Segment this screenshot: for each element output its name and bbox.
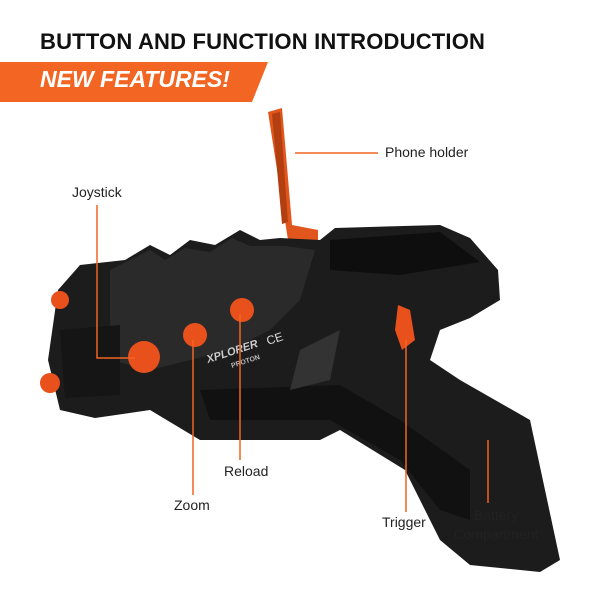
callout-trigger: Trigger xyxy=(382,514,426,530)
banner-background xyxy=(0,62,268,102)
banner-text: NEW FEATURES! xyxy=(40,66,230,92)
orange-buttons xyxy=(40,291,415,393)
ce-mark: CE xyxy=(265,329,285,347)
callout-joystick: Joystick xyxy=(72,184,122,200)
joystick-button[interactable] xyxy=(128,341,160,373)
callout-battery-line1: Battery xyxy=(473,507,519,523)
callout-phone-holder: Phone holder xyxy=(385,144,469,160)
callout-battery-compartment: Battery Compartment xyxy=(446,506,546,544)
front-button-bottom xyxy=(40,373,60,393)
blaster-body xyxy=(48,225,560,572)
front-button-top xyxy=(51,291,69,309)
reload-button[interactable] xyxy=(230,298,254,322)
zoom-button[interactable] xyxy=(183,323,207,347)
leader-lines xyxy=(96,152,489,512)
phone-holder xyxy=(268,108,318,242)
trigger[interactable] xyxy=(395,305,415,350)
page-title: BUTTON AND FUNCTION INTRODUCTION xyxy=(40,29,486,54)
callout-reload: Reload xyxy=(224,463,269,479)
callout-zoom: Zoom xyxy=(174,497,210,513)
callout-battery-line2: Compartment xyxy=(453,526,539,542)
